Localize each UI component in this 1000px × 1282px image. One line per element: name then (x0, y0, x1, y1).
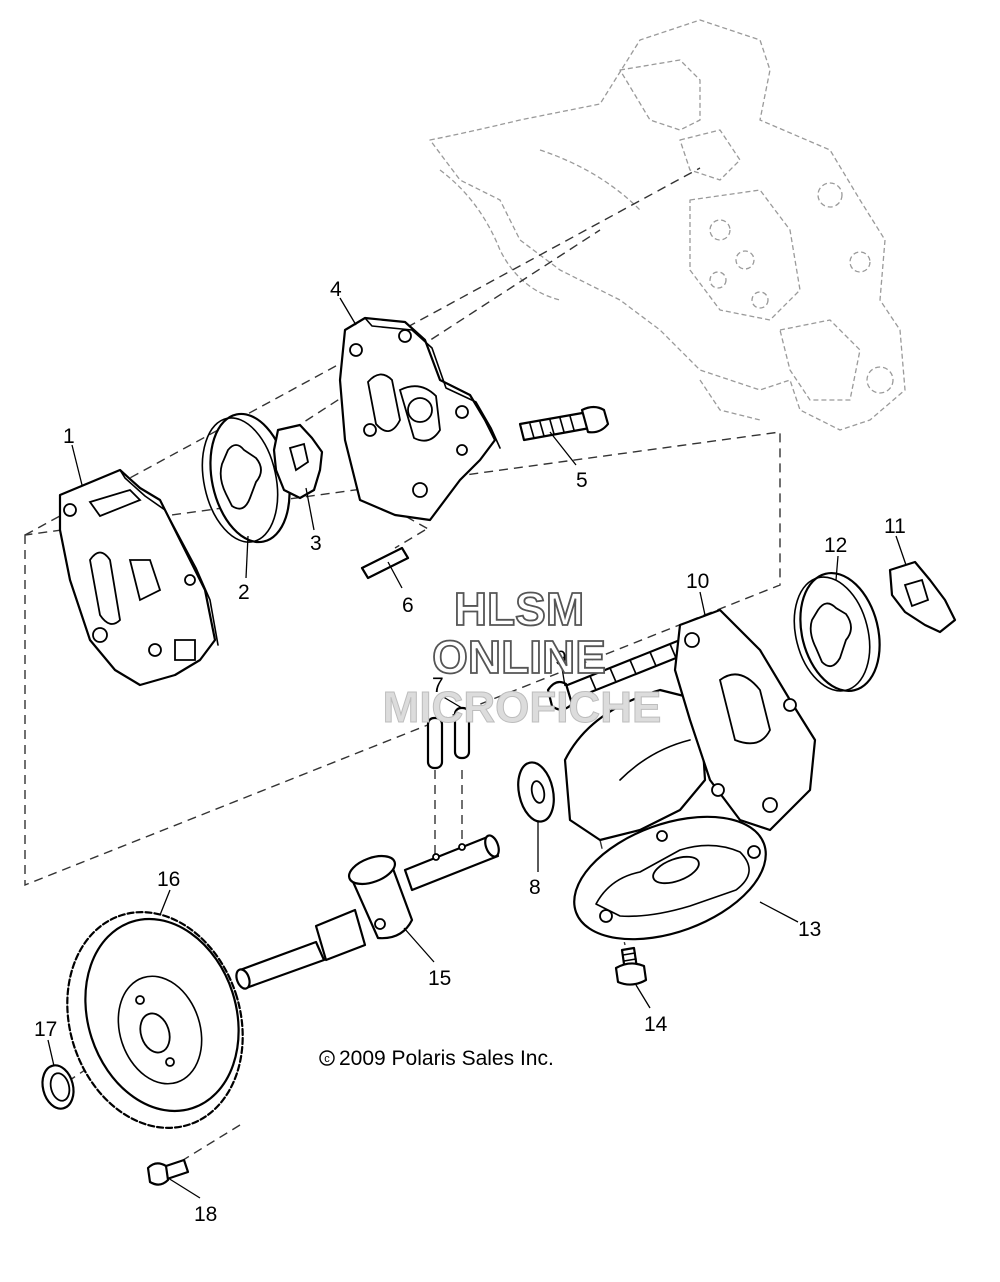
callout-3: 3 (310, 532, 322, 555)
callout-16: 16 (157, 868, 180, 891)
part-16-gear (66, 911, 244, 1129)
callout-labels: 1 2 3 4 5 6 7 8 9 10 11 12 13 14 15 16 1… (34, 278, 906, 1226)
part-6-pin (360, 546, 410, 580)
part-15-shaft (235, 834, 500, 990)
callout-12: 12 (824, 534, 847, 557)
part-14-screw (614, 946, 648, 986)
callout-8: 8 (529, 876, 541, 899)
part-10-pump-housing (563, 608, 817, 842)
callout-10: 10 (686, 570, 709, 593)
part-7-pins (426, 706, 471, 770)
callout-4: 4 (330, 278, 342, 301)
callout-1: 1 (63, 425, 75, 448)
leader-lines (47, 297, 907, 1199)
callout-13: 13 (798, 918, 821, 941)
part-2-outer-rotor (201, 412, 291, 544)
part-17-washer (41, 1064, 75, 1110)
callout-15: 15 (428, 967, 451, 990)
part-5-screw (518, 405, 610, 442)
part-12-outer-rotor (793, 571, 881, 693)
watermark-line-3: MICROFICHE (383, 683, 662, 732)
watermark-line-1: HLSM (454, 583, 584, 635)
callout-2: 2 (238, 581, 250, 604)
copyright-text: 2009 Polaris Sales Inc. (339, 1047, 554, 1070)
callout-7: 7 (432, 674, 444, 697)
callout-18: 18 (194, 1203, 217, 1226)
part-3-inner-rotor (272, 423, 324, 500)
part-4-pump-body (338, 316, 501, 522)
part-9-long-bolt (546, 638, 688, 711)
crankcase-ghost-outline (429, 19, 906, 431)
watermark: HLSM ONLINE MICROFICHE (382, 582, 662, 732)
part-11-inner-rotor (888, 560, 957, 634)
copyright-notice: c 2009 Polaris Sales Inc. (319, 1047, 554, 1070)
part-13-screen-plate (573, 815, 767, 941)
callout-5: 5 (576, 469, 588, 492)
part-8-washer (517, 761, 555, 823)
callout-14: 14 (644, 1013, 668, 1036)
callout-6: 6 (402, 594, 414, 617)
copyright-circle-icon (319, 1050, 335, 1066)
callout-11: 11 (884, 515, 906, 538)
callout-9: 9 (555, 647, 567, 670)
callout-17: 17 (34, 1018, 57, 1041)
copyright-symbol: c (324, 1053, 330, 1065)
watermark-line-2: ONLINE (432, 631, 606, 683)
part-18-bolt (146, 1158, 190, 1186)
part-1-pump-cover (58, 468, 219, 687)
